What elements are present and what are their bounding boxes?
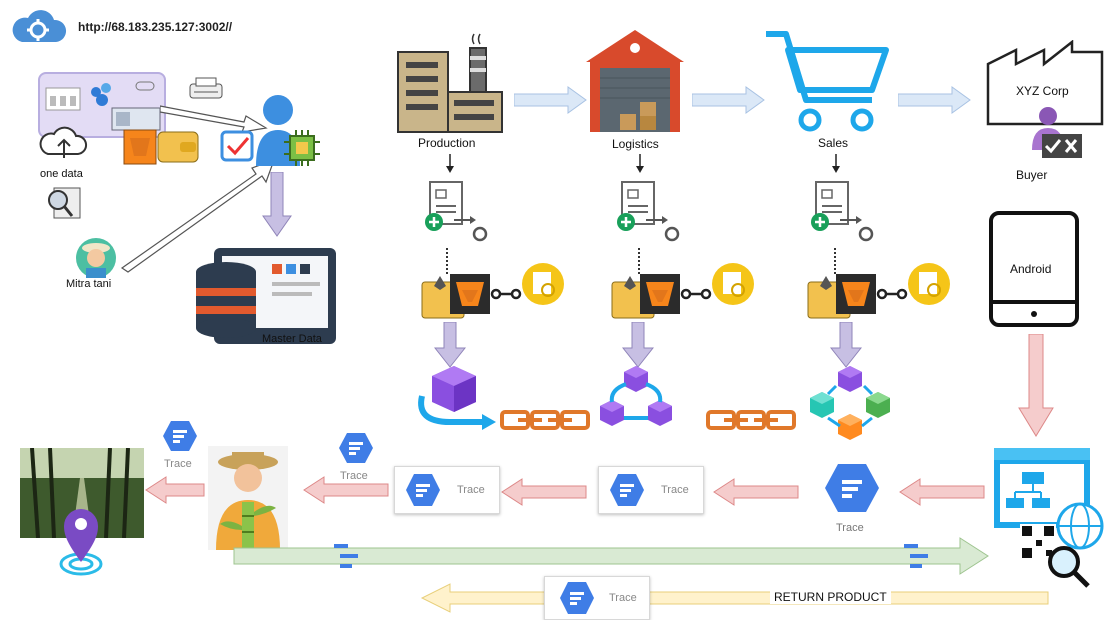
trace-hex-icon	[610, 474, 644, 506]
trace-label-6: Trace	[609, 592, 637, 604]
block-network-icon	[806, 366, 898, 446]
return-product-label: RETURN PRODUCT	[770, 590, 891, 604]
factory-icon	[394, 30, 506, 134]
trace-hex-icon	[406, 474, 440, 506]
id-card-icon	[110, 104, 162, 132]
company-name: XYZ Corp	[1016, 84, 1069, 98]
one-data-label: one data	[40, 168, 83, 180]
trace-label-3: Trace	[457, 484, 485, 496]
trace-hex-icon	[560, 582, 594, 614]
sales-certificate-icon	[906, 262, 952, 306]
trace-arrow-5	[144, 476, 206, 504]
production-chain-link-icon	[490, 284, 522, 304]
logistics-to-block-arrow	[621, 321, 655, 368]
trace-label-1: Trace	[836, 522, 864, 534]
chip-icon	[282, 128, 322, 168]
flow-arrow-logistics-sales	[691, 86, 766, 114]
tracking-system-sitemap-icon[interactable]	[992, 444, 1106, 590]
logistics-contract-add-icon[interactable]	[612, 178, 682, 248]
flow-arrow-production-logistics	[513, 86, 588, 114]
logistics-certificate-icon	[710, 262, 756, 306]
printer-icon	[186, 74, 226, 102]
user-to-masterdata-arrow	[262, 171, 292, 238]
sales-dotted-connector	[834, 248, 840, 274]
farmer-bamboo-icon[interactable]	[208, 446, 288, 550]
logistics-label: Logistics	[612, 137, 659, 151]
farmer-label: Mitra tani	[66, 278, 112, 290]
location-pin-icon	[56, 500, 106, 580]
master-data-database-icon[interactable]	[192, 242, 340, 346]
data-sources-card	[38, 72, 166, 138]
trace-card-2[interactable]: Trace	[598, 466, 704, 514]
production-ethereum-metamask-icon	[420, 272, 492, 320]
metamask-wallet-icon	[122, 126, 200, 166]
production-down-arrow	[444, 154, 456, 174]
trace-label-2: Trace	[661, 484, 689, 496]
trace-mini-marker-2	[900, 540, 930, 572]
farmer-to-user-arrow	[108, 156, 278, 274]
trace-arrow-3	[500, 478, 588, 506]
logistics-down-arrow	[634, 154, 646, 174]
tablet-to-system-arrow	[1018, 333, 1054, 438]
trace-arrow-4	[302, 476, 390, 504]
logistics-ethereum-metamask-icon	[610, 272, 682, 320]
delivery-green-arrow	[232, 536, 992, 576]
trace-hex-small-icon-1[interactable]	[338, 432, 374, 464]
trace-label-4: Trace	[340, 470, 368, 482]
production-to-block-arrow	[433, 321, 467, 368]
return-yellow-arrow	[420, 582, 1050, 614]
cloud-upload-icon	[38, 118, 88, 164]
company-building-icon	[986, 39, 1104, 126]
linked-blocks-icon	[596, 366, 676, 438]
checklist-icon	[220, 130, 256, 162]
trace-hex-small-icon-2[interactable]	[162, 420, 198, 452]
sales-chain-link-icon	[876, 284, 908, 304]
trace-arrow-system-to-trace	[898, 478, 986, 506]
trace-arrow-2	[712, 478, 800, 506]
production-label: Production	[418, 136, 476, 150]
sales-to-block-arrow	[829, 321, 863, 368]
trace-hex-large-icon[interactable]	[824, 462, 880, 514]
flow-arrow-sales-buyer	[897, 86, 972, 114]
return-trace-card[interactable]: Trace	[544, 576, 650, 620]
warehouse-icon	[584, 28, 686, 134]
trace-label-5: Trace	[164, 458, 192, 470]
logistics-chain-link-icon	[680, 284, 712, 304]
blockchain-link-icon-1	[500, 408, 590, 432]
production-contract-add-icon[interactable]	[420, 178, 490, 248]
settings-cloud-icon[interactable]	[8, 10, 68, 46]
upload-to-user-arrow	[159, 96, 270, 133]
logistics-dotted-connector	[638, 248, 644, 274]
master-data-label: Master Data	[262, 333, 322, 345]
production-dotted-connector	[446, 248, 452, 274]
single-block-icon	[410, 364, 500, 434]
blockchain-link-icon-2	[706, 408, 796, 432]
shopping-cart-icon	[764, 28, 892, 134]
production-certificate-icon	[520, 262, 566, 306]
farmer-avatar-icon[interactable]	[70, 234, 122, 280]
sales-down-arrow	[830, 154, 842, 174]
sales-contract-add-icon[interactable]	[806, 178, 876, 248]
buyer-label: Buyer	[1016, 168, 1048, 182]
android-tablet-icon[interactable]	[988, 210, 1080, 328]
trace-card-3[interactable]: Trace	[394, 466, 500, 514]
sales-ethereum-metamask-icon	[806, 272, 878, 320]
document-search-icon	[44, 184, 84, 220]
trace-mini-marker-1	[330, 540, 360, 572]
server-url[interactable]: http://68.183.235.127:3002//	[78, 20, 233, 34]
sales-label: Sales	[818, 136, 849, 150]
buyer-approve-icon[interactable]	[1028, 104, 1084, 162]
android-label: Android	[1010, 262, 1052, 276]
